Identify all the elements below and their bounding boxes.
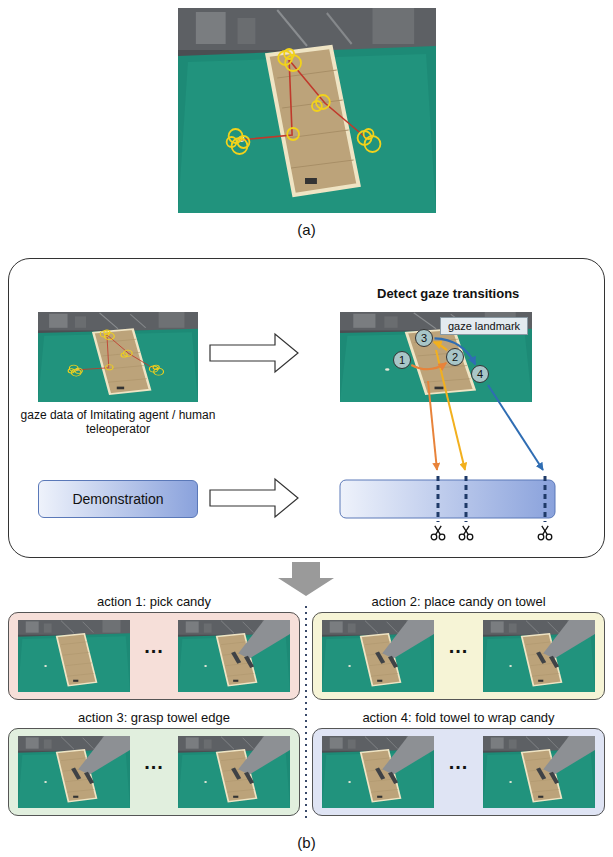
subfigure-label: (a): [0, 221, 613, 238]
illustration-part: [437, 476, 440, 522]
callout-number: 4: [477, 368, 483, 380]
illustration-part: [375, 736, 434, 784]
cut-lines: [438, 476, 545, 522]
illustration-part: [375, 620, 434, 668]
subfigure-label: (b): [0, 834, 613, 851]
illustration-part: [483, 736, 595, 808]
transition-arrow: [434, 342, 447, 350]
panel-title: action 1: pick candy: [9, 594, 299, 609]
ellipsis-mark: ...: [9, 751, 299, 774]
callout-number: 3: [421, 332, 427, 344]
illustration-part: [227, 49, 381, 154]
hollow-arrow: [210, 334, 298, 372]
photo-a: [178, 8, 436, 213]
illustration-part: [38, 312, 198, 402]
illustration-part: [8, 612, 300, 700]
band-label: Demonstration: [72, 491, 163, 507]
separator: [305, 606, 307, 820]
callout-number: 2: [452, 351, 458, 363]
gaze-photo: [38, 312, 198, 402]
illustration-part: [536, 736, 595, 784]
illustration-part: [340, 312, 532, 402]
illustration-part: [483, 620, 595, 692]
landmark-photo: [340, 312, 532, 402]
illustration-part: [312, 728, 605, 816]
action-panel: action 3: grasp towel edge...: [8, 728, 300, 816]
section-title: Detect gaze transitions: [377, 286, 519, 301]
panel-title: action 3: grasp towel edge: [9, 710, 299, 725]
segmented-band: [340, 480, 555, 518]
transition-arrows: [428, 350, 543, 470]
gaze-point: 2: [446, 348, 464, 366]
gaze-point: 4: [471, 365, 489, 383]
illustration-part: [459, 526, 473, 540]
illustration-part: [536, 620, 595, 668]
hollow-arrow: [210, 479, 298, 517]
transition-arrow: [434, 338, 475, 364]
illustration-part: [231, 736, 290, 784]
illustration-part: [68, 330, 163, 376]
illustration-part: [71, 736, 130, 784]
illustration-part: [322, 620, 434, 692]
gaze-point: 1: [393, 351, 411, 369]
landmark-tag: gaze landmark: [440, 317, 528, 335]
illustration-part: [178, 620, 290, 692]
illustration-part: [8, 728, 300, 816]
illustration-part: [322, 736, 434, 808]
caption-text: gaze data of Imitating agent / human tel…: [18, 408, 218, 436]
callout-number: 1: [399, 354, 405, 366]
illustration-part: [178, 736, 290, 808]
action-panel: action 1: pick candy...: [8, 612, 300, 700]
tag-label: gaze landmark: [448, 320, 520, 332]
illustration-part: [544, 476, 547, 522]
panel-fills: [8, 612, 605, 816]
illustration-part: [312, 612, 605, 700]
illustration-part: [178, 8, 436, 213]
panel-title: action 2: place candy on towel: [313, 594, 604, 609]
illustration-part: [465, 476, 468, 522]
illustration-part: [428, 381, 437, 470]
transition-arrow: [411, 363, 446, 369]
action-panel: action 2: place candy on towel...: [312, 612, 605, 700]
gaze-point: 3: [415, 329, 433, 347]
illustration-part: [18, 736, 130, 808]
action-panel: action 4: fold towel to wrap candy...: [312, 728, 605, 816]
illustration-part: [436, 350, 465, 470]
demonstration-band: Demonstration: [38, 480, 198, 518]
ellipsis-mark: ...: [313, 635, 604, 658]
scissors: [431, 526, 552, 540]
illustration-part: [231, 620, 290, 668]
ellipsis-mark: ...: [313, 751, 604, 774]
illustration-part: [431, 526, 445, 540]
illustration-part: [488, 385, 543, 470]
illustration-part: [18, 620, 130, 692]
panel-title: action 4: fold towel to wrap candy: [313, 710, 604, 725]
illustration-part: [538, 526, 552, 540]
ellipsis-mark: ...: [9, 635, 299, 658]
down-arrow: [278, 562, 334, 596]
